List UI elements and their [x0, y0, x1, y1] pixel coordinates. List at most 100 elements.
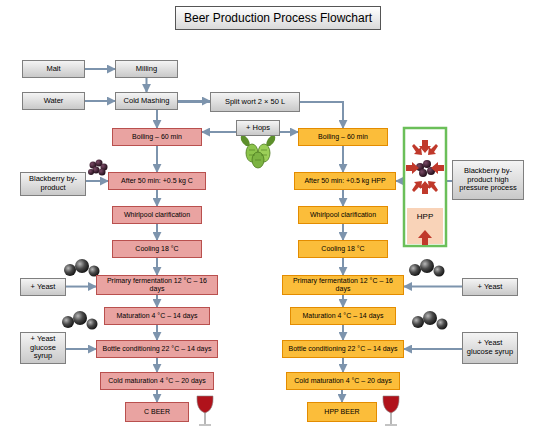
node-text: Cooling 18 °C: [135, 245, 178, 253]
process-box: Maturation 4 °C – 14 days: [104, 307, 210, 325]
node-text: + Yeast: [478, 283, 503, 292]
yeast-illustration-part: [420, 259, 434, 273]
flow-arrow: [342, 258, 344, 275]
beer-glass-icon-part: [197, 396, 213, 413]
process-box: After 50 min: +0.5 kg C: [108, 172, 206, 190]
flow-arrow: [156, 190, 158, 206]
hpp-apparatus-part: [406, 140, 444, 245]
yeast-illustration-part: [437, 319, 448, 330]
flow-arrow: [342, 358, 344, 372]
process-box: Cold maturation 4 °C – 20 days: [100, 372, 214, 390]
process-box: Maturation 4 °C – 14 days: [290, 307, 396, 325]
hpp-apparatus-part: [419, 169, 427, 177]
node-text: Malt: [46, 65, 60, 74]
node-text: Maturation 4 °C – 14 days: [302, 312, 383, 320]
blackberry-icon-part: [88, 169, 94, 175]
apparatus-label: HPP: [406, 212, 444, 221]
input-box: Cold Mashing: [115, 92, 178, 110]
input-box: Blackberry by-product: [20, 172, 86, 196]
flow-arrow: [156, 325, 158, 340]
node-text: After 50 min: +0.5 kg HPP: [304, 177, 385, 185]
yeast-illustration-part: [434, 266, 445, 277]
yeast-illustration-part: [64, 264, 76, 276]
node-text: Boiling – 60 min: [318, 133, 368, 141]
input-box: + Yeast glucose syrup: [20, 332, 66, 364]
input-box: + Yeast glucose syrup: [462, 332, 518, 364]
flow-arrow: [202, 131, 236, 133]
process-box: Cold maturation 4 °C – 20 days: [286, 372, 400, 390]
blackberry-icon-part: [99, 169, 106, 176]
hpp-apparatus-part: [407, 208, 443, 244]
node-text: Split wort 2 × 50 L: [225, 98, 285, 107]
node-text: Primary fermentation 12 °C – 16 days: [286, 277, 400, 293]
blackberry-icon: [88, 160, 108, 176]
flow-arrow: [156, 224, 158, 240]
process-box: Whirlpool clarification: [112, 206, 202, 224]
input-box: Split wort 2 × 50 L: [210, 92, 300, 112]
hpp-apparatus-part-part: [406, 162, 419, 174]
beer-glass-icon-part: [383, 396, 399, 413]
node-text: HPP BEER: [324, 408, 359, 416]
hpp-apparatus-part-part: [418, 230, 432, 245]
node-text: Whirlpool clarification: [124, 211, 190, 219]
yeast-illustration-part: [62, 316, 74, 328]
flow-arrow: [280, 131, 298, 133]
flow-arrow: [156, 358, 158, 372]
node-text: + Hops: [246, 124, 270, 133]
flow-arrow: [156, 146, 158, 172]
flow-arrow: [66, 286, 96, 288]
hpp-apparatus-part-part: [412, 144, 422, 155]
flow-arrow: [342, 295, 344, 307]
beer-glass-icon-part: [199, 413, 211, 425]
input-box: + Yeast: [462, 278, 518, 296]
input-box: Malt: [22, 60, 85, 78]
node-text: Blackberry by-product: [24, 175, 82, 192]
process-box: Boiling – 60 min: [112, 128, 202, 146]
chart-title: Beer Production Process Flowchart: [175, 6, 381, 30]
node-text: Cold maturation 4 °C – 20 days: [294, 377, 391, 385]
node-text: Blackberry by-product high pressure proc…: [456, 167, 520, 193]
flow-arrow: [342, 146, 344, 172]
yeast-illustration-part: [423, 311, 437, 325]
yeast-illustration-part: [75, 259, 89, 273]
flow-arrow: [342, 190, 344, 206]
node-text: Water: [44, 97, 64, 106]
node-text: Milling: [136, 65, 157, 74]
node-text: Whirlpool clarification: [310, 211, 376, 219]
hops-illustration: [241, 134, 276, 168]
flow-arrow: [86, 180, 108, 182]
node-text: Bottle conditioning 22 °C – 14 days: [288, 345, 397, 353]
yeast-illustration-part: [409, 264, 421, 276]
flow-arrow: [404, 348, 462, 350]
process-box: Bottle conditioning 22 °C – 14 days: [96, 340, 218, 358]
flow-arrow: [146, 78, 148, 92]
process-box: HPP BEER: [307, 402, 377, 422]
node-text: Boiling – 60 min: [132, 133, 182, 141]
process-box: After 50 min: +0.5 kg HPP: [294, 172, 396, 190]
flow-arrow: [156, 295, 158, 307]
node-text: + Yeast: [31, 283, 56, 292]
node-text: Primary fermentation 12 °C – 16 days: [100, 277, 214, 293]
process-box: Cooling 18 °C: [298, 240, 388, 258]
node-text: Cold Mashing: [124, 97, 170, 106]
hpp-apparatus-part-part: [428, 144, 438, 155]
process-box: Cooling 18 °C: [112, 240, 202, 258]
flow-arrow: [66, 348, 96, 350]
node-text: Cooling 18 °C: [321, 245, 364, 253]
process-box: Primary fermentation 12 °C – 16 days: [96, 275, 218, 295]
process-box: Primary fermentation 12 °C – 16 days: [282, 275, 404, 295]
yeast-illustration: [62, 259, 448, 330]
node-text: Maturation 4 °C – 14 days: [116, 312, 197, 320]
hpp-apparatus-part: [404, 128, 446, 246]
hops-illustration-part: [249, 150, 267, 160]
input-box: + Hops: [236, 120, 280, 136]
flow-arrow: [300, 102, 343, 128]
hpp-apparatus-part-part: [431, 162, 444, 174]
beer-glass-icon: [197, 396, 399, 425]
hpp-apparatus: [404, 128, 446, 246]
input-box: Milling: [115, 60, 178, 78]
flow-arrow: [85, 100, 115, 102]
flow-arrow: [156, 390, 158, 402]
flow-arrow: [404, 286, 462, 288]
